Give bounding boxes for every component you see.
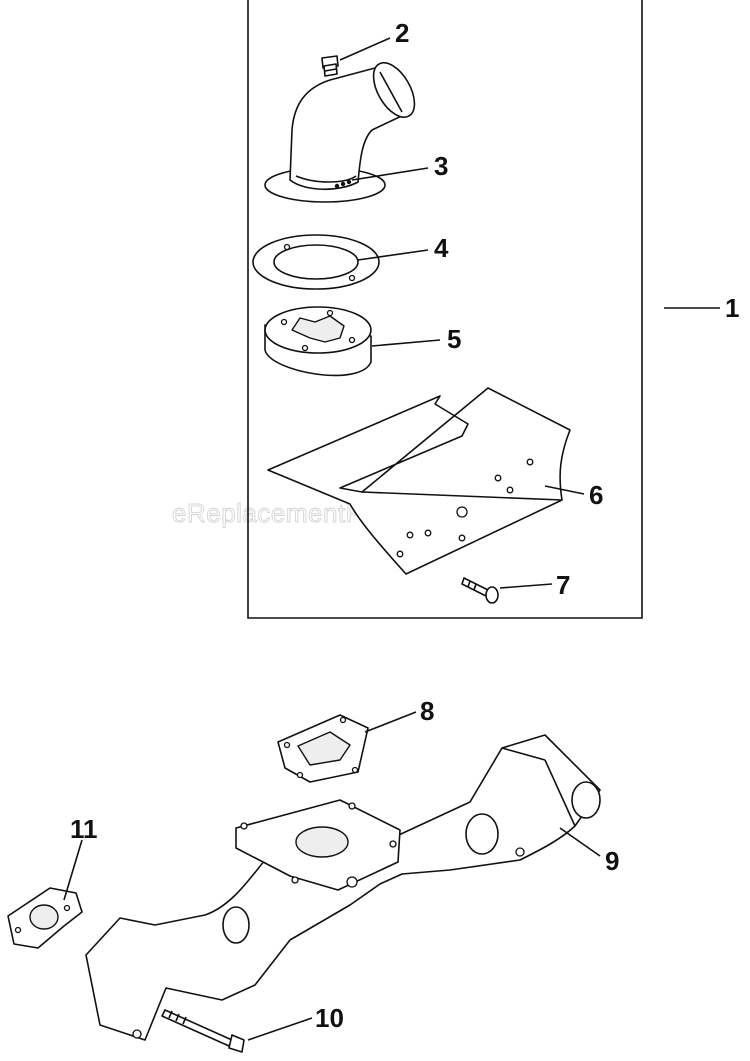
part-6-bracket	[267, 387, 571, 575]
leader-lines	[63, 37, 720, 1041]
callout-7: 7	[556, 570, 570, 600]
leader-4	[357, 249, 429, 261]
leader-2	[339, 37, 391, 61]
part-10-bolt	[161, 1009, 245, 1053]
part-7-screw	[461, 577, 499, 604]
leader-7	[499, 583, 553, 589]
part-9-manifold	[85, 734, 601, 1041]
callout-5: 5	[447, 324, 461, 354]
group-bracket	[247, 0, 643, 619]
callout-10: 10	[315, 1003, 344, 1033]
callout-2: 2	[395, 18, 409, 48]
callout-9: 9	[605, 846, 619, 876]
callout-8: 8	[420, 696, 434, 726]
leader-9	[559, 827, 601, 857]
part-4-gasket	[252, 234, 380, 290]
part-2-plug	[321, 55, 339, 77]
part-8-gasket	[277, 714, 369, 783]
leader-5	[371, 339, 441, 347]
callout-4: 4	[434, 233, 449, 263]
leader-6	[544, 485, 585, 495]
leader-11	[63, 839, 83, 901]
callout-11: 11	[70, 814, 98, 844]
callout-3: 3	[434, 151, 448, 181]
part-3-elbow	[264, 62, 416, 203]
part-11-gasket	[7, 887, 83, 949]
part-5-adapter	[264, 306, 372, 377]
callouts: 1 2 3 4 5 6 7 8 9 10 11	[70, 18, 739, 1033]
leader-3	[351, 167, 429, 181]
leader-10	[247, 1017, 313, 1041]
callout-6: 6	[589, 480, 603, 510]
leader-8	[364, 711, 417, 733]
callout-1: 1	[725, 293, 739, 323]
